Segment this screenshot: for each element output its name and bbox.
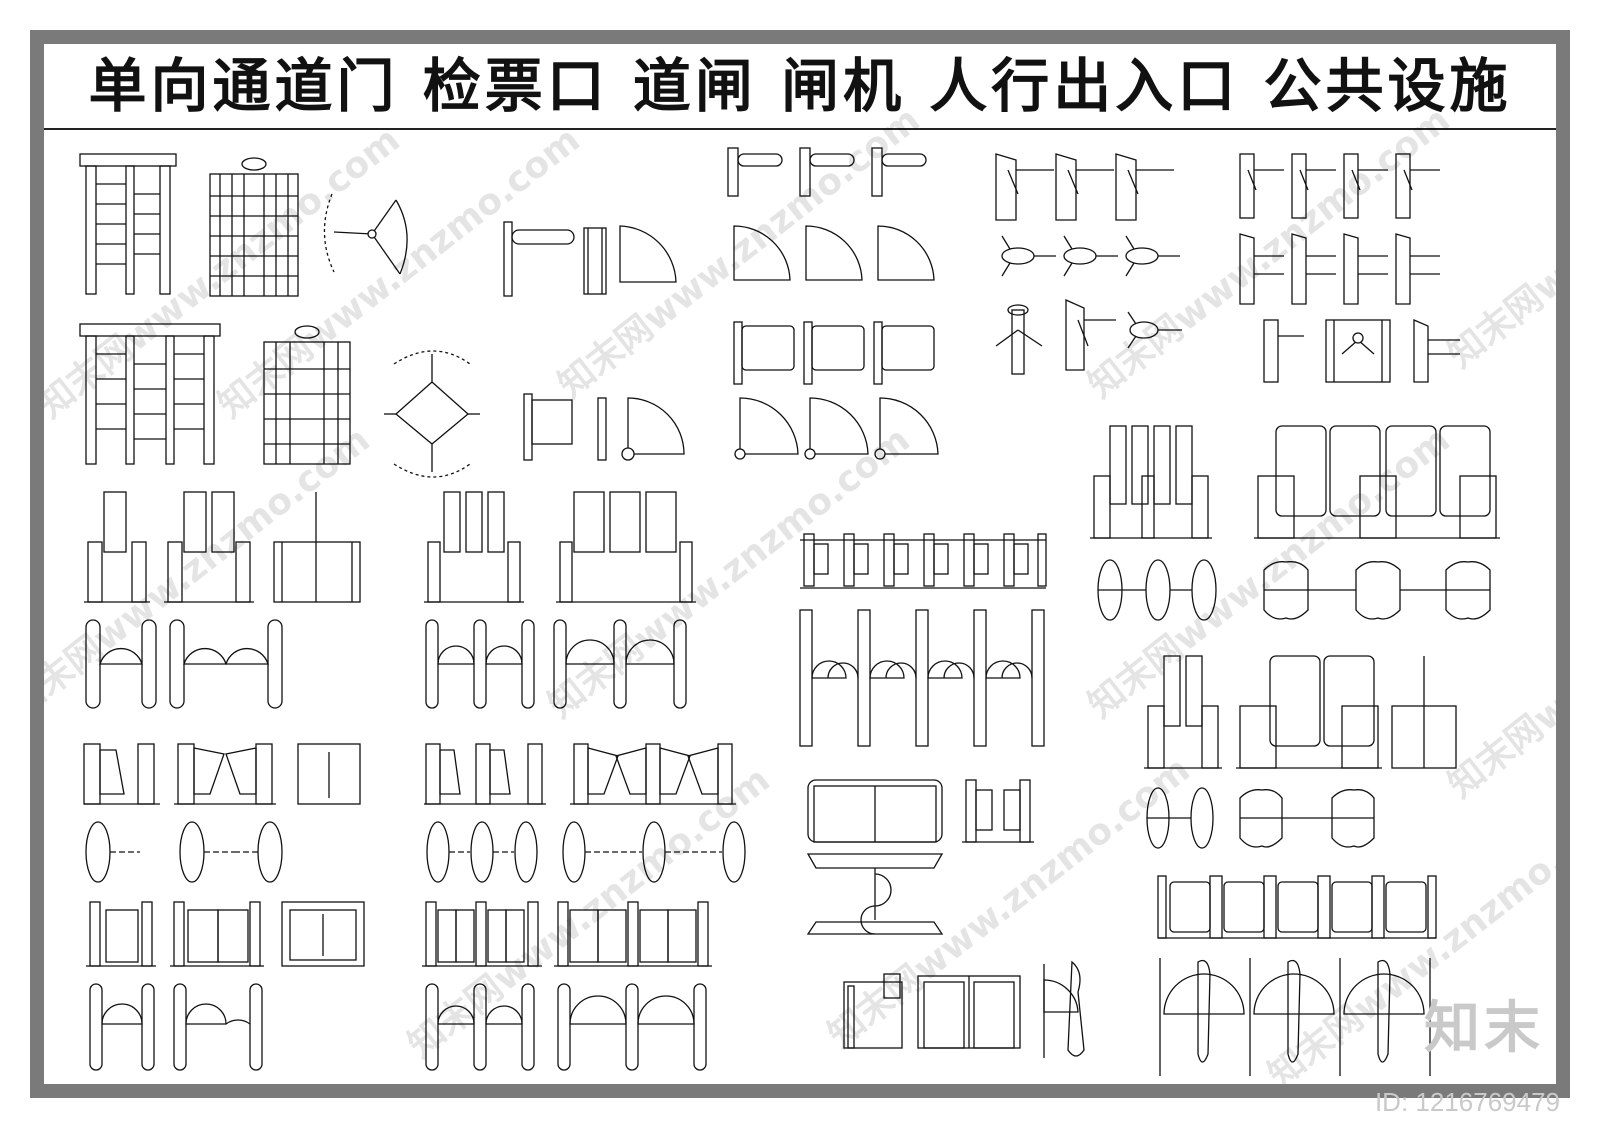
image-id-label: ID: 1216769479 (1374, 1087, 1560, 1117)
full-height-turnstile-group (79, 153, 480, 478)
speed-gate-group (83, 491, 746, 1071)
tripod-turnstile-group (995, 153, 1460, 383)
drawing-frame: 单向通道门 检票口 道闸 闸机 人行出入口 公共设施 (30, 30, 1570, 1098)
page-title: 单向通道门 检票口 道闸 闸机 人行出入口 公共设施 (44, 44, 1556, 130)
cad-drawing-canvas (79, 147, 1500, 1076)
right-speed-gate-group (1090, 425, 1500, 1076)
center-swing-gate-group (799, 533, 1085, 1058)
swing-barrier-group (503, 147, 939, 461)
site-logo: 知末 (1424, 996, 1544, 1061)
drawing-sheet: 单向通道门 检票口 道闸 闸机 人行出入口 公共设施 (44, 44, 1556, 1084)
